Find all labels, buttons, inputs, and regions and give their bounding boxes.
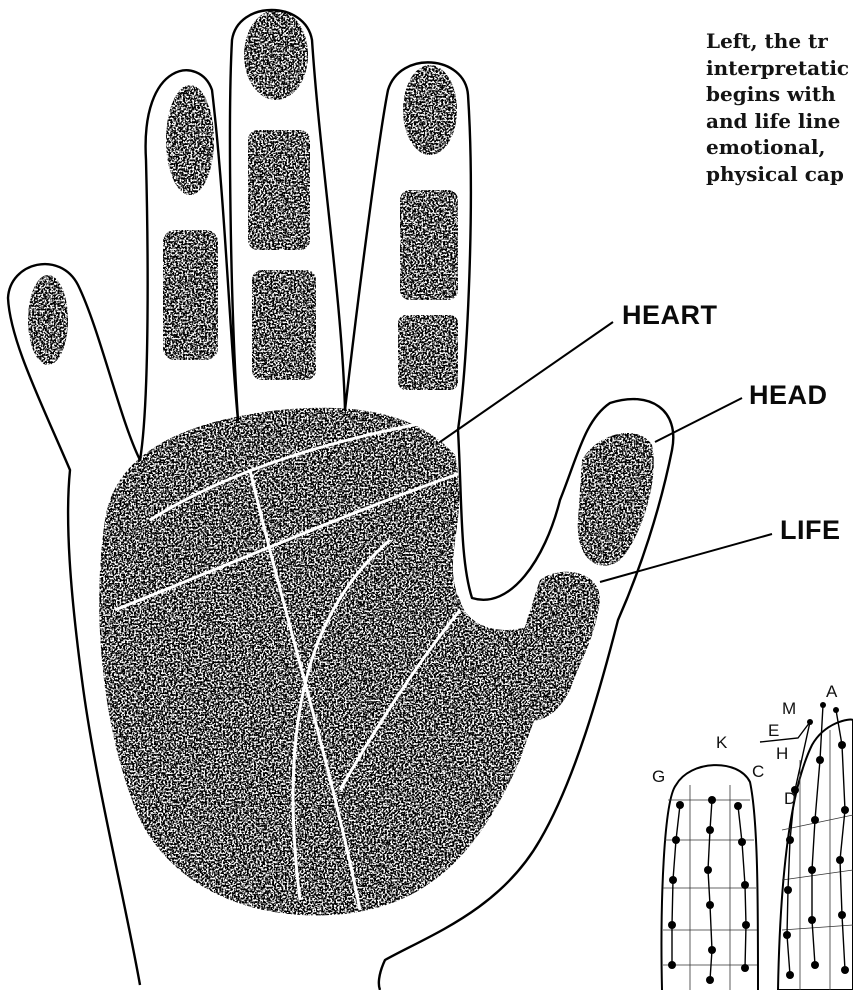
caption-line: emotional,	[706, 134, 853, 161]
palm-ink-print	[28, 10, 654, 915]
caption-text: Left, the tr interpretatic begins with a…	[706, 28, 853, 268]
caption-line: Left, the tr	[706, 28, 853, 55]
finger-point-diagram	[662, 702, 853, 990]
head-line-label: HEAD	[749, 380, 828, 411]
caption-line: physical cap	[706, 161, 853, 188]
diagram-letter-e: E	[768, 722, 779, 739]
diagram-letter-m: M	[782, 700, 796, 717]
caption-line: and life line	[706, 108, 853, 135]
life-line-label: LIFE	[780, 515, 841, 546]
diagram-letter-d: D	[784, 790, 796, 807]
heart-line-label: HEART	[622, 300, 718, 331]
diagram-letter-a: A	[826, 683, 837, 700]
diagram-letter-g: G	[652, 768, 665, 785]
diagram-letter-k: K	[716, 734, 727, 751]
caption-line: interpretatic	[706, 55, 853, 82]
diagram-letter-c: C	[752, 763, 764, 780]
diagram-letter-h: H	[776, 745, 788, 762]
caption-line: begins with	[706, 81, 853, 108]
